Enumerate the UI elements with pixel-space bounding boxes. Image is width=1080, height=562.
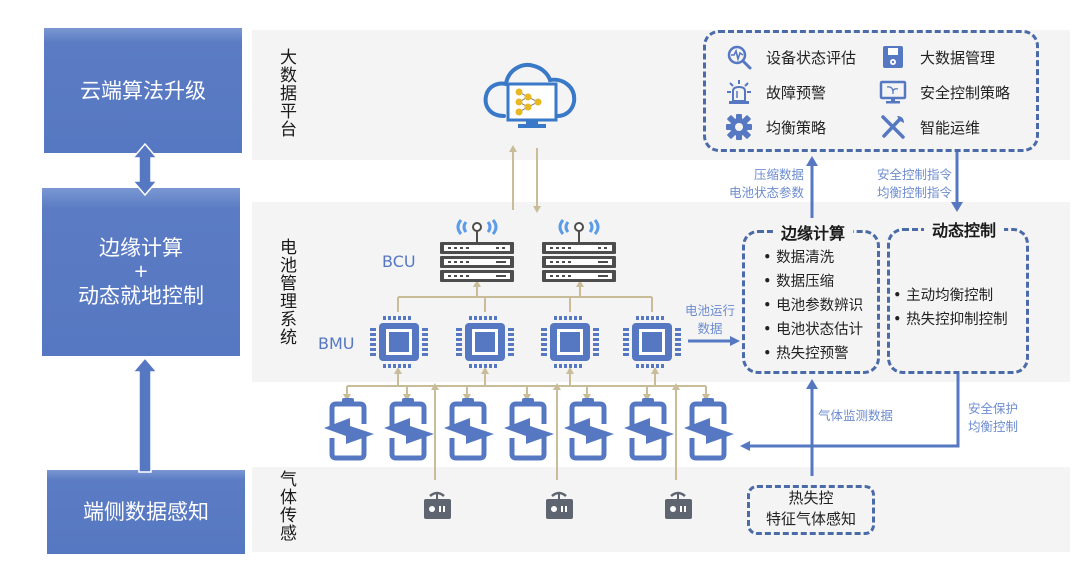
dynamic-control-title: 动态控制: [924, 217, 1005, 241]
bcu-label: BCU: [382, 252, 416, 271]
magnifier-chart-icon: [727, 45, 752, 70]
edge-computing-label: 边缘计算: [99, 236, 183, 260]
battery-icon: [684, 398, 734, 461]
battery-icon: [324, 398, 374, 461]
list-item: 电池状态估计: [763, 318, 863, 342]
up-arrow-icon: [131, 356, 159, 473]
dynamic-control-list: 主动均衡控制 热失控抑制控制: [893, 284, 1008, 332]
bmu-chip-icon: [370, 316, 428, 368]
flow-text: 数据: [697, 321, 723, 336]
bmu-chip-icon: [623, 316, 681, 368]
func-big-data-management: 大数据管理: [880, 44, 995, 70]
bcu-server-icon: [542, 219, 616, 282]
list-item: 热失控预警: [763, 342, 863, 366]
thermal-gas-text: 热失控 特征气体感知: [747, 488, 875, 530]
dynamic-local-control-label: 动态就地控制: [78, 284, 204, 308]
battery-row: [324, 398, 734, 461]
flow-text: 安全控制指令: [876, 167, 952, 182]
func-label: 大数据管理: [920, 48, 996, 67]
gear-icon: [726, 114, 752, 140]
cloud-ai-icon: [483, 63, 577, 128]
flow-text: 气体监测数据: [818, 408, 894, 423]
device-data-sensing-block: 端侧数据感知: [47, 470, 245, 554]
cloud-algorithm-upgrade-label: 云端算法升级: [80, 78, 206, 103]
flow-label-compressed-data: 压缩数据 电池状态参数: [700, 166, 804, 202]
gas-sensor-icon: [424, 491, 451, 519]
battery-icon: [564, 398, 614, 461]
flow-label-gas-monitor: 气体监测数据: [818, 407, 893, 425]
edge-dynamic-control-block: 边缘计算 + 动态就地控制: [42, 188, 240, 356]
gas-sensor-icon: [665, 491, 692, 519]
func-label: 均衡策略: [766, 118, 827, 137]
device-data-sensing-label: 端侧数据感知: [83, 500, 209, 524]
list-item: 电池参数辨识: [763, 294, 863, 318]
battery-icon: [384, 398, 434, 461]
floppy-disk-icon: [883, 46, 903, 68]
layer-label-big-data: 大数据平台: [276, 48, 296, 138]
flow-text: 电池状态参数: [728, 185, 804, 200]
flow-label-battery-run-data: 电池运行 数据: [684, 302, 736, 338]
flow-text: 安全保护: [968, 401, 1019, 416]
cloud-algorithm-upgrade-block: 云端算法升级: [44, 28, 242, 153]
bmu-chip-icon: [541, 316, 599, 368]
band-gas-sensing: [252, 467, 1070, 552]
func-device-status-eval: 设备状态评估: [726, 44, 856, 70]
list-item: 数据清洗: [763, 246, 863, 270]
plus-label: +: [133, 261, 149, 282]
tools-icon: [881, 115, 905, 139]
edge-computing-list: 数据清洗 数据压缩 电池参数辨识 电池状态估计 热失控预警: [763, 246, 863, 366]
flow-text: 均衡控制指令: [876, 185, 952, 200]
layer-label-bms: 电池管理系统: [276, 238, 296, 346]
big-data-function-box: [703, 30, 1039, 152]
double-arrow-icon: [131, 142, 159, 197]
func-label: 智能运维: [920, 118, 981, 137]
func-smart-operation: 智能运维: [880, 114, 980, 140]
battery-icon: [444, 398, 494, 461]
flow-label-protect-balance: 安全保护 均衡控制: [968, 400, 1018, 436]
gas-sensor-icon: [546, 491, 573, 519]
band-big-data-platform: [252, 30, 1070, 160]
edge-computing-title: 边缘计算: [773, 220, 854, 244]
layer-label-gas-sensing: 气体传感: [276, 470, 296, 542]
alarm-light-icon: [727, 80, 751, 104]
thermal-gas-sensing-box: [747, 485, 875, 535]
flow-label-control-commands: 安全控制指令 均衡控制指令: [862, 166, 952, 202]
thermal-gas-line1: 热失控: [788, 489, 834, 507]
flow-text: 电池运行: [684, 303, 735, 318]
flow-text: 压缩数据: [753, 167, 804, 182]
monitor-icon: [879, 80, 907, 104]
battery-icon: [504, 398, 554, 461]
list-item: 数据压缩: [763, 270, 863, 294]
bmu-chip-icon: [456, 316, 514, 368]
func-label: 设备状态评估: [766, 48, 857, 67]
bmu-label: BMU: [318, 334, 355, 353]
list-item: 热失控抑制控制: [893, 308, 1008, 332]
thermal-gas-line2: 特征气体感知: [765, 510, 856, 528]
func-balance-strategy: 均衡策略: [726, 114, 826, 140]
func-fault-warning: 故障预警: [726, 79, 826, 105]
func-label: 故障预警: [766, 83, 827, 102]
func-label: 安全控制策略: [920, 83, 1011, 102]
bcu-server-icon: [440, 219, 514, 282]
list-item: 主动均衡控制: [893, 284, 1008, 308]
battery-icon: [624, 398, 674, 461]
left-arrows: [131, 142, 159, 473]
flow-text: 均衡控制: [968, 419, 1019, 434]
func-safety-control-strategy: 安全控制策略: [879, 79, 1011, 105]
